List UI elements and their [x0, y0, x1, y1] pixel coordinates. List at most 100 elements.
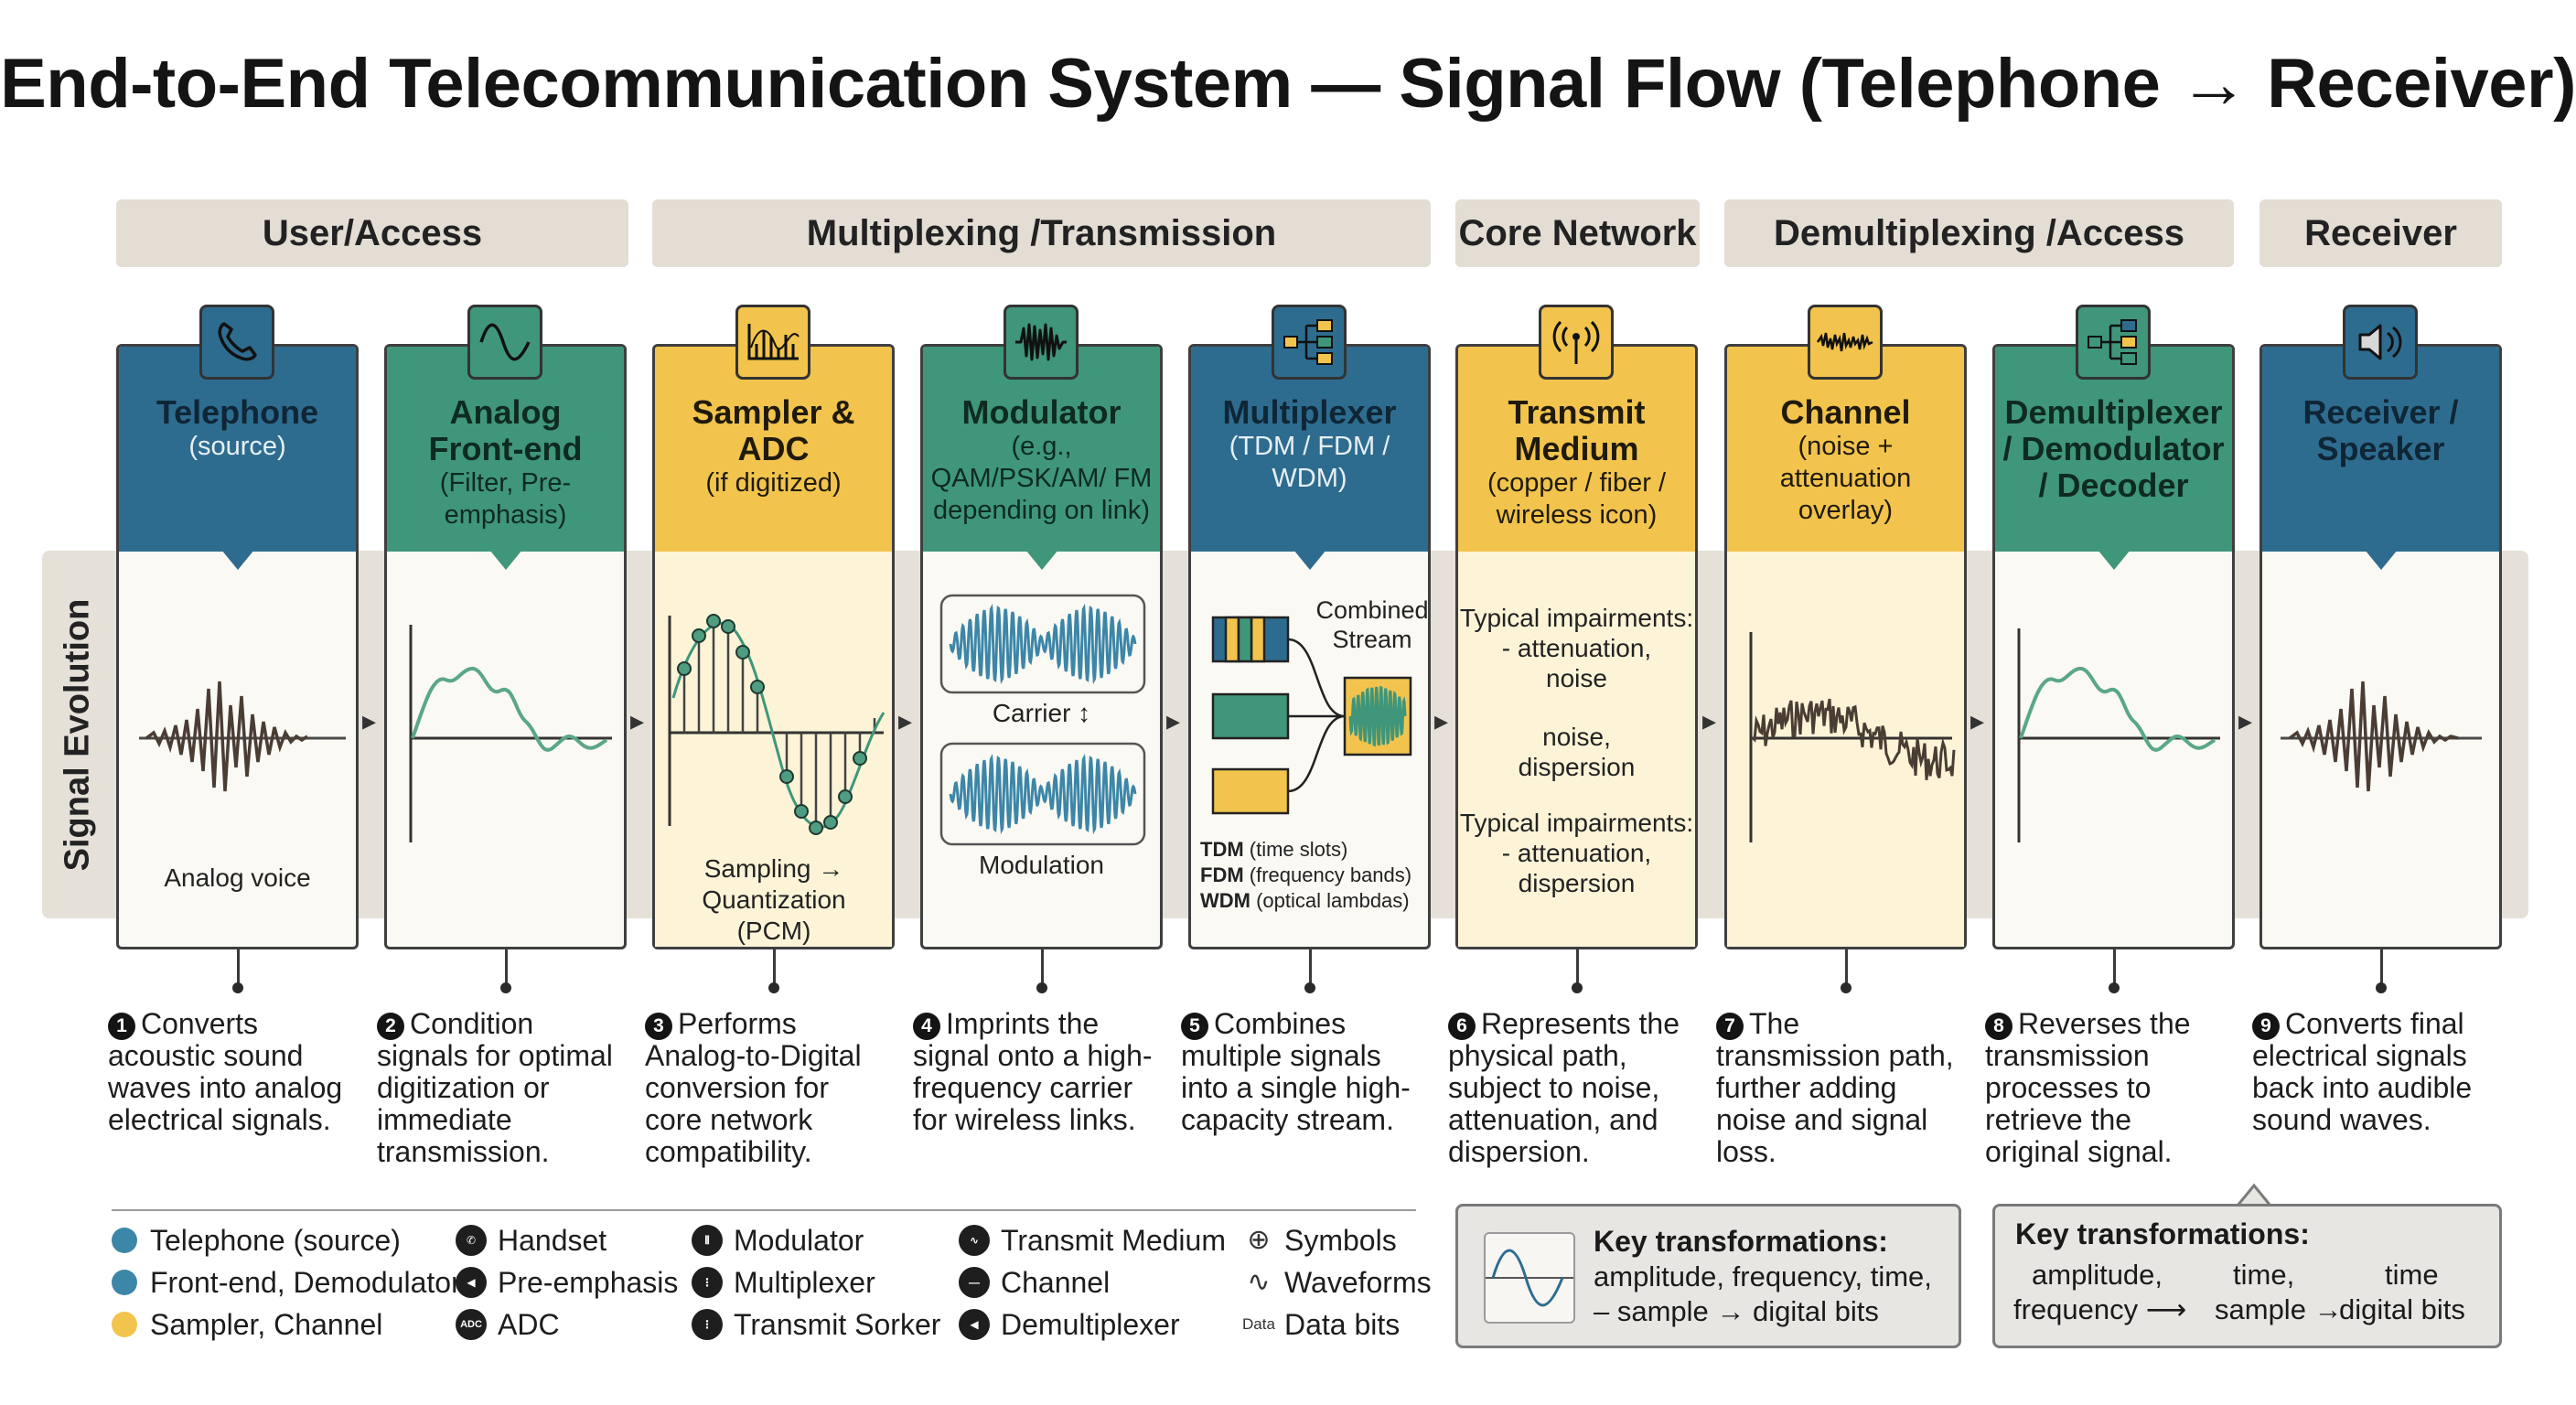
phase-core-network: Core Network [1455, 199, 1700, 267]
legend-item: —Channel [959, 1266, 1110, 1299]
flow-arrow: ▸ [1166, 706, 1181, 736]
multiplexer-icon [1272, 305, 1347, 380]
demultiplexer-icon: ◀ [959, 1309, 990, 1340]
legend-item: Sampler, Channel [112, 1308, 382, 1341]
impairments-text-2: noise, dispersion [1518, 723, 1636, 781]
legend-item: ◀Demultiplexer [959, 1308, 1180, 1341]
sampler-icon [735, 305, 810, 380]
modulator-icon: ⦀ [692, 1225, 723, 1256]
phase-multiplexing-transmission: Multiplexing /Transmission [652, 199, 1431, 267]
stage-subtitle: (e.g., QAM/PSK/AM/ FM depending on link) [930, 432, 1153, 525]
data-bits-icon: Data [1242, 1315, 1275, 1333]
sine-wave-icon [467, 305, 542, 380]
stage-subtitle: (TDM / FDM / WDM) [1229, 432, 1390, 493]
stage-sampler-adc[interactable]: Sampler & ADC (if digitized) Sampling → … [652, 344, 895, 949]
legend-item: Front-end, Demodulator [112, 1266, 461, 1299]
signal-panel: Combined Stream TDM (time slots) FDM (fr… [1191, 552, 1429, 947]
stage-name: Transmit Medium [1508, 393, 1646, 467]
stage-analog-front-end[interactable]: Analog Front-end (Filter, Pre-emphasis) [384, 344, 627, 949]
signal-panel: Analog voice [119, 552, 356, 947]
flow-arrow: ▸ [362, 706, 377, 736]
key-transformations-box-1: Key transformations: amplitude, frequenc… [1455, 1204, 1961, 1348]
noisy-waveform [1749, 632, 1956, 842]
signal-panel [1995, 552, 2232, 947]
signal-panel: Carrier ↕ Modulation [923, 552, 1160, 947]
waveforms-icon: ∿ [1247, 1267, 1271, 1297]
stage-name: Modulator [961, 393, 1122, 431]
legend-item: ⋮Multiplexer [692, 1266, 875, 1299]
flow-arrow: ▸ [630, 706, 645, 736]
stage-name: Demultiplexer / Demodulator / Decoder [2002, 393, 2225, 504]
handset-icon: ✆ [456, 1225, 487, 1256]
stage-multiplexer[interactable]: Multiplexer (TDM / FDM / WDM) Combined S… [1188, 344, 1431, 949]
stage-demultiplexer[interactable]: Demultiplexer / Demodulator / Decoder [1992, 344, 2235, 949]
signal-panel: Typical impairments: - attenuation, nois… [1458, 552, 1695, 947]
carrier-label: Carrier ↕ [992, 699, 1091, 727]
flow-arrow: ▸ [2238, 706, 2253, 736]
legend-item: ⊕Symbols [1240, 1224, 1396, 1257]
stage-receiver-speaker[interactable]: Receiver / Speaker [2259, 344, 2502, 949]
filtered-waveform [409, 625, 612, 842]
sampled-waveform [668, 614, 886, 835]
flow-arrow: ▸ [1434, 706, 1449, 736]
tdm-note: TDM (time slots) [1200, 838, 1348, 861]
impairments-text-3: Typical impairments: - attenuation, disp… [1459, 809, 1694, 897]
stage-modulator[interactable]: Modulator (e.g., QAM/PSK/AM/ FM dependin… [920, 344, 1163, 949]
antenna-icon [1539, 305, 1614, 380]
demultiplexer-icon [2076, 305, 2151, 380]
stage-channel[interactable]: Channel (noise + attenuation overlay) [1724, 344, 1967, 949]
speaker-icon [2343, 305, 2418, 380]
symbols-icon: ⊕ [1247, 1225, 1271, 1255]
signal-panel [2262, 552, 2499, 947]
key-transformations-line-2: – sample → digital bits [1594, 1295, 1879, 1327]
stage-name: Sampler & ADC [692, 393, 855, 467]
transmit-icon: ⋮ [692, 1309, 723, 1340]
signal-panel [1727, 552, 1964, 947]
key-transformations-line-1: amplitude, frequency, time, [1594, 1260, 1932, 1292]
stage-name: Telephone [156, 393, 319, 431]
legend-divider [112, 1209, 1416, 1211]
callout-pointer [2238, 1184, 2270, 1206]
key-transformations-box-2: Key transformations: amplitude, time, ti… [1992, 1204, 2502, 1348]
stage-telephone[interactable]: Telephone (source) Analog voice [116, 344, 359, 949]
adc-icon: ADC [456, 1309, 487, 1340]
stage-subtitle: (Filter, Pre-emphasis) [439, 468, 572, 530]
stage-name: Multiplexer [1222, 393, 1397, 431]
fdm-note: FDM (frequency bands) [1200, 863, 1412, 886]
legend-item: ✆Handset [456, 1224, 606, 1257]
multiplexing-diagram [1211, 616, 1412, 815]
legend-item: ∿Transmit Medium [959, 1224, 1226, 1257]
multiplexer-icon: ⋮ [692, 1267, 723, 1298]
modulation-caption: Modulation [979, 851, 1104, 879]
sampling-caption: Sampling → Quantization (PCM) [702, 854, 846, 945]
phase-demultiplexing-access: Demultiplexing /Access [1724, 199, 2234, 267]
analog-voice-waveform [139, 681, 346, 792]
impairments-text-1: Typical impairments: - attenuation, nois… [1459, 604, 1694, 692]
analog-voice-caption: Analog voice [164, 863, 311, 892]
combined-stream-label: Combined Stream [1315, 596, 1429, 653]
noisy-wave-icon [1808, 305, 1883, 380]
stage-transmit-medium[interactable]: Transmit Medium (copper / fiber / wirele… [1455, 344, 1698, 949]
signal-evolution-label: Signal Evolution [58, 598, 97, 871]
flow-arrow: ▸ [1702, 706, 1717, 736]
phase-receiver: Receiver [2259, 199, 2502, 267]
transmit-medium-icon: ∿ [959, 1225, 990, 1256]
page-title: End-to-End Telecommunication System — Si… [0, 45, 2576, 123]
flow-arrow: ▸ [898, 706, 913, 736]
legend-item: ⦀Modulator [692, 1224, 864, 1257]
sine-wave-icon [1484, 1232, 1575, 1324]
telephone-icon [199, 305, 274, 380]
modulation-waveforms [939, 594, 1146, 846]
pre-emphasis-icon: ◀ [456, 1267, 487, 1298]
channel-icon: — [959, 1267, 990, 1298]
signal-panel [387, 552, 624, 947]
phase-user-access: User/Access [116, 199, 628, 267]
stage-subtitle: (if digitized) [705, 468, 842, 498]
